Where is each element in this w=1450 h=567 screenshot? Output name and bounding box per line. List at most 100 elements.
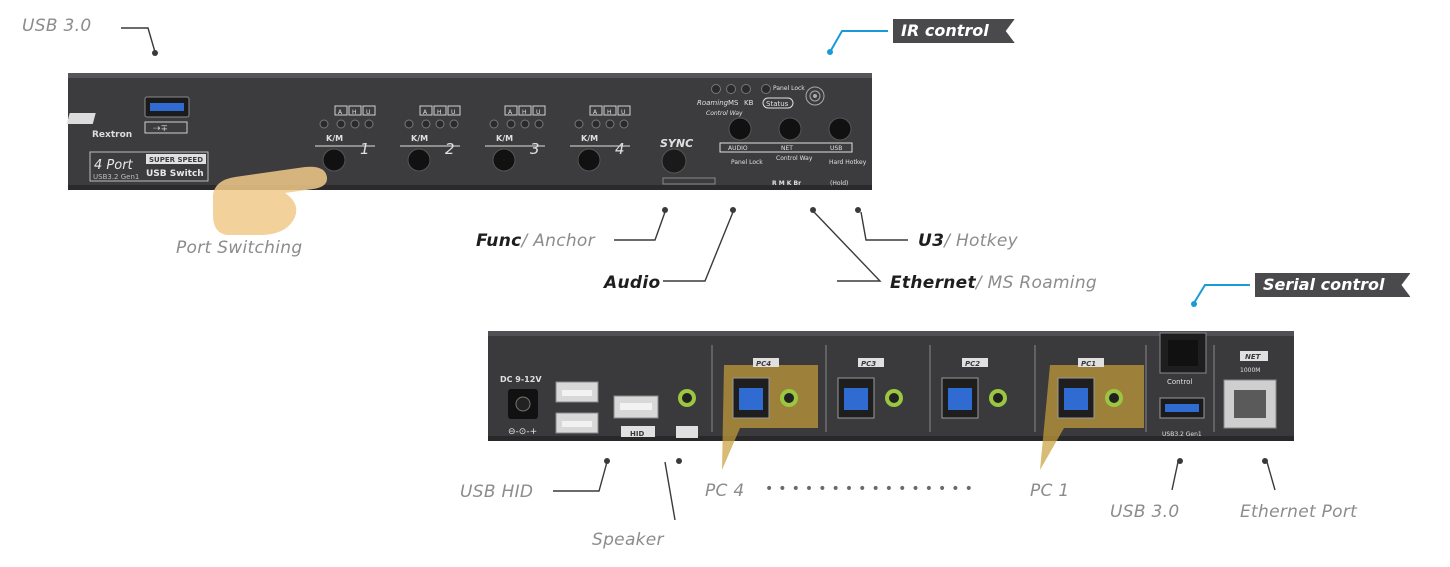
port-led: [435, 119, 445, 129]
port-header-h: H: [437, 109, 442, 116]
callout-audio: Audio: [604, 273, 661, 293]
km-label: K/M: [411, 134, 428, 143]
port-header-h: H: [352, 109, 357, 116]
ms-label: MS: [728, 99, 739, 107]
port-header-a: A: [593, 109, 598, 116]
km-label: K/M: [496, 134, 513, 143]
panel-lock-label: Panel Lock: [731, 159, 763, 166]
pc-label: PC2: [965, 360, 980, 368]
pc-label: PC3: [861, 360, 876, 368]
port-1-button[interactable]: [322, 148, 346, 172]
hand-pointer-icon: [213, 166, 328, 235]
port-number: 4: [615, 140, 625, 158]
sync-label: SYNC: [660, 137, 693, 150]
panel-lock-top-label: Panel Lock: [773, 85, 805, 92]
port-header-u: U: [621, 109, 625, 116]
svg-text:⇢∓: ⇢∓: [153, 124, 168, 134]
product-badge: 4 Port SUPER SPEED USB3.2 Gen1 USB Switc…: [89, 151, 209, 182]
audio-button[interactable]: [728, 117, 752, 141]
callout-usb-hid: USB HID: [460, 482, 534, 502]
port-header-u: U: [451, 109, 455, 116]
callout-ir-control: IR control: [893, 19, 1015, 43]
control-label: Control: [1167, 378, 1192, 386]
port-led: [520, 119, 530, 129]
port-led: [350, 119, 360, 129]
port-header-a: A: [423, 109, 428, 116]
port-3-button[interactable]: [492, 148, 516, 172]
kb-label: KB: [744, 99, 754, 107]
usb-gen-label: USB3.2 Gen1: [1162, 431, 1202, 438]
pc-port-pc4: PC4: [732, 358, 798, 419]
dc-label: DC 9-12V: [500, 375, 542, 384]
usb-button[interactable]: [828, 117, 852, 141]
callout-speaker: Speaker: [592, 530, 664, 550]
control-port: [1159, 332, 1207, 374]
port-group-4: A H U K/M 4: [570, 105, 631, 172]
sync-button[interactable]: [661, 148, 687, 174]
callout-func-anchor: Func/ Anchor: [476, 231, 595, 251]
control-way-col: Control Way: [776, 155, 813, 162]
pc-port-pc2: PC2: [941, 358, 1007, 419]
port-led: [449, 119, 459, 129]
km-label: K/M: [581, 134, 598, 143]
port-4-button[interactable]: [577, 148, 601, 172]
control-way-label: Control Way: [706, 110, 743, 117]
port-header-a: A: [338, 109, 343, 116]
audio-label: AUDIO: [728, 145, 748, 152]
svg-text:⊖-⊙-+: ⊖-⊙-+: [508, 427, 537, 437]
port-group-1: A H U K/M 1: [315, 105, 376, 172]
port-header-h: H: [607, 109, 612, 116]
pc-port-pc3: PC3: [837, 358, 903, 419]
callout-serial-control: Serial control: [1255, 273, 1410, 297]
brand-text: Rextron: [92, 130, 132, 140]
callout-u3-hotkey: U3/ Hotkey: [918, 231, 1018, 251]
port-led: [605, 119, 615, 129]
hid-label: HID: [630, 430, 644, 438]
callout-pc4: PC 4: [705, 481, 745, 501]
port-header-u: U: [536, 109, 540, 116]
status-label: Status: [766, 100, 789, 108]
callout-usb30-top: USB 3.0: [22, 16, 92, 36]
net-speed-label: 1000M: [1240, 367, 1260, 374]
ir-receiver-icon: [805, 86, 825, 106]
callout-ethernet-roaming: Ethernet/ MS Roaming: [890, 273, 1097, 293]
callout-ethernet-port: Ethernet Port: [1240, 502, 1358, 522]
front-usb-tongue: [150, 103, 184, 111]
port-led: [336, 119, 346, 129]
port-number: 3: [530, 140, 540, 158]
port-number: 2: [445, 140, 455, 158]
net-label: NET: [781, 145, 793, 152]
func-arrow-icon: [662, 177, 716, 185]
svg-text:USB3.2 Gen1: USB3.2 Gen1: [93, 173, 139, 181]
hard-hotkey-label: Hard Hotkey: [829, 159, 867, 166]
port-header-h: H: [522, 109, 527, 116]
port-led: [364, 119, 374, 129]
rear-net-label: NET: [1245, 353, 1262, 361]
hold-label: (Hold): [830, 180, 848, 187]
svg-text:SUPER SPEED: SUPER SPEED: [149, 156, 203, 164]
pc-label: PC4: [756, 360, 771, 368]
port-header-u: U: [366, 109, 370, 116]
net-button[interactable]: [778, 117, 802, 141]
callout-pc-dots: • • • • • • • • • • • • • • • •: [765, 481, 974, 497]
port-2-button[interactable]: [407, 148, 431, 172]
usb-symbol-icon: [144, 121, 188, 134]
port-led: [591, 119, 601, 129]
roaming-label: Roaming: [697, 99, 729, 107]
pc-port-group: PC4 PC3 PC2 PC1: [732, 358, 1123, 419]
port-led: [534, 119, 544, 129]
rextron-logo: Rextron: [66, 113, 132, 140]
km-label: K/M: [326, 134, 343, 143]
callout-port-switching: Port Switching: [176, 238, 303, 258]
pc-port-pc1: PC1: [1057, 358, 1123, 419]
port-number: 1: [360, 140, 370, 158]
port-led: [421, 119, 431, 129]
usb-label: USB: [830, 145, 842, 152]
port-group-2: A H U K/M 2: [400, 105, 461, 172]
svg-text:4 Port: 4 Port: [94, 158, 134, 173]
callout-usb30-bottom: USB 3.0: [1110, 502, 1180, 522]
port-led: [619, 119, 629, 129]
